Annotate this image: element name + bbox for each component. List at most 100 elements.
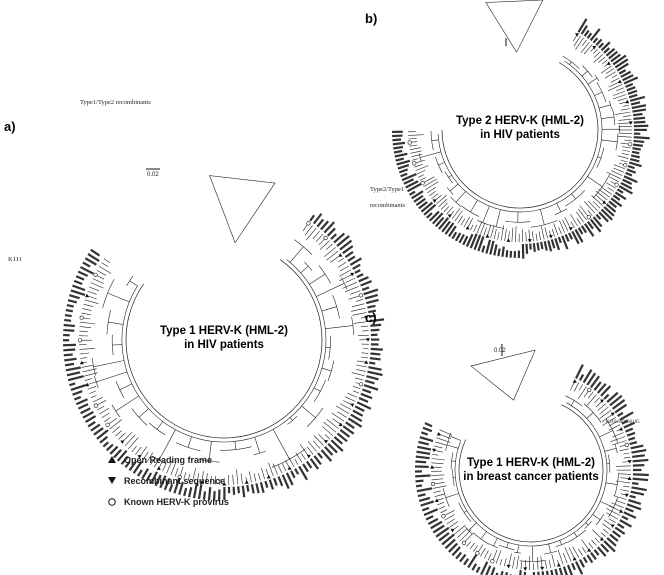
- tree-leaf-branch: [623, 452, 630, 455]
- tree-leaf-branch: [615, 87, 624, 92]
- leaf-label-glyph: [578, 559, 586, 568]
- tree-leaf-branch: [419, 177, 426, 181]
- leaf-label-glyph: [396, 159, 411, 166]
- triangle-up-icon: [436, 432, 441, 436]
- tree-leaf-branch: [315, 233, 324, 242]
- tree-leaf-branch: [135, 446, 142, 455]
- leaf-label-glyph: [425, 515, 434, 521]
- tree-leaf-branch: [124, 434, 136, 447]
- leaf-label-glyph: [578, 374, 585, 381]
- leaf-label-glyph: [612, 194, 621, 201]
- triangle-up-icon: [572, 556, 577, 561]
- tree-leaf-branch: [611, 170, 623, 176]
- circle-open-icon: [79, 315, 84, 320]
- tree-leaf-branch: [192, 467, 196, 482]
- triangle-up-icon: [199, 480, 204, 484]
- tree-leaf-branch: [610, 77, 620, 83]
- leaf-label-glyph: [370, 323, 382, 327]
- tree-clade-arc: [609, 100, 612, 109]
- leaf-label-glyph: [354, 405, 365, 413]
- leaf-label-glyph: [358, 396, 369, 403]
- tree-leaf-branch: [294, 459, 299, 465]
- tree-clade-arc: [513, 551, 521, 554]
- circle-open-icon: [475, 551, 480, 556]
- tree-leaf-branch: [432, 454, 439, 456]
- circle-open-icon: [420, 181, 425, 186]
- legend-label-recombinant: Recombinant sequence: [124, 476, 225, 486]
- leaf-label-glyph: [413, 194, 424, 203]
- leaf-label-glyph: [113, 449, 122, 459]
- tree-leaf-branch: [431, 462, 444, 464]
- leaf-label-glyph: [63, 333, 70, 337]
- leaf-label-glyph: [217, 489, 221, 501]
- leaf-label-glyph: [603, 540, 616, 553]
- leaf-label-glyph: [232, 486, 236, 495]
- tree-leaf-branch: [578, 384, 583, 391]
- leaf-label-glyph: [324, 446, 334, 456]
- leaf-label-glyph: [550, 569, 555, 575]
- leaf-label-glyph: [554, 568, 559, 575]
- leaf-label-glyph: [614, 58, 629, 69]
- tree-leaf-branch: [563, 552, 568, 564]
- leaf-label-glyph: [611, 530, 621, 538]
- tree-leaf-branch: [595, 194, 606, 204]
- leaf-label-glyph: [557, 236, 562, 244]
- leaf-label-glyph: [63, 353, 73, 357]
- tree-leaf-branch: [325, 243, 333, 250]
- tree-branch: [321, 367, 332, 372]
- triangle-down-icon: [568, 227, 573, 231]
- tree-leaf-branch: [82, 308, 92, 311]
- triangle-down-icon: [628, 121, 633, 125]
- triangle-down-icon: [600, 399, 605, 404]
- tree-leaf-branch: [454, 210, 463, 222]
- leaf-label-glyph: [411, 190, 424, 200]
- triangle-up-icon: [287, 466, 292, 470]
- leaf-label-glyph: [305, 460, 313, 469]
- tree-clade-arc: [565, 395, 583, 407]
- tree-leaf-branch: [457, 528, 468, 538]
- leaf-label-glyph: [356, 401, 372, 410]
- leaf-label-glyph: [368, 366, 382, 371]
- leaf-label-glyph: [465, 233, 474, 247]
- leaf-label-glyph: [347, 417, 363, 428]
- tree-leaf-branch: [610, 436, 626, 442]
- leaf-label-glyph: [72, 284, 86, 292]
- triangle-up-icon: [84, 293, 89, 298]
- triangle-up-icon: [587, 548, 592, 552]
- leaf-label-glyph: [633, 124, 649, 128]
- leaf-label-glyph: [623, 421, 635, 429]
- tree-leaf-branch: [591, 195, 603, 206]
- tree-branch: [234, 441, 237, 450]
- leaf-label-glyph: [137, 469, 143, 477]
- panel-c-scale-label: 0.02: [494, 348, 506, 354]
- leaf-label-glyph: [589, 28, 601, 42]
- leaf-label-glyph: [298, 465, 308, 481]
- leaf-label-glyph: [625, 171, 633, 177]
- tree-leaf-branch: [79, 348, 95, 350]
- tree-leaf-branch: [503, 558, 507, 567]
- tree-leaf-branch: [288, 457, 295, 468]
- tree-branch: [569, 61, 572, 65]
- tree-branch: [115, 395, 139, 412]
- leaf-label-glyph: [529, 243, 532, 250]
- triangle-up-icon: [465, 225, 470, 230]
- leaf-label-glyph: [541, 571, 546, 575]
- panel-c-tree: [414, 349, 649, 575]
- tree-branch: [573, 532, 578, 537]
- tree-leaf-branch: [351, 303, 365, 308]
- triangle-down-icon: [431, 448, 436, 453]
- tree-branch: [301, 405, 316, 418]
- tree-branch: [585, 522, 589, 526]
- tree-leaf-branch: [361, 352, 369, 354]
- leaf-label-glyph: [481, 245, 486, 253]
- tree-leaf-branch: [409, 147, 422, 150]
- leaf-label-glyph: [202, 491, 207, 500]
- tree-leaf-branch: [115, 430, 122, 437]
- triangle-up-icon: [599, 537, 604, 541]
- tree-leaf-branch: [339, 273, 354, 282]
- triangle-down-icon: [364, 315, 369, 320]
- tree-leaf-branch: [535, 233, 538, 241]
- leaf-label-glyph: [583, 223, 595, 237]
- tree-clade-arc: [131, 408, 148, 426]
- tree-branch: [446, 444, 459, 449]
